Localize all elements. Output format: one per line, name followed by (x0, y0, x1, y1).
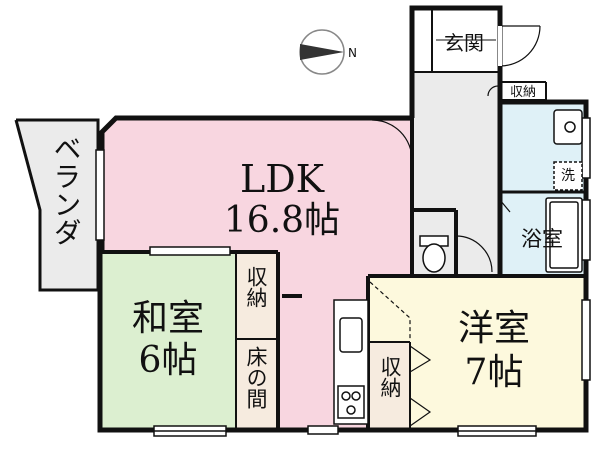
ldk-size: 16.8帖 (224, 200, 340, 241)
washitsu-size: 6帖 (139, 340, 198, 381)
storage-youshitsu-area (370, 342, 410, 428)
storage-entry-label: 収納 (510, 85, 536, 100)
compass-icon: N (299, 29, 357, 75)
bath-name: 浴室 (521, 227, 563, 251)
washer-spot (553, 161, 583, 191)
doors (369, 25, 541, 427)
svg-text:N: N (348, 46, 357, 60)
tokonoma-label: 床の間 (244, 346, 268, 409)
ldk-name: LDK (240, 157, 325, 201)
windows (95, 117, 591, 437)
veranda-outline (14, 118, 100, 292)
youshitsu-name: 洋室 (458, 308, 530, 349)
storage-youshitsu-label: 収納 (378, 356, 402, 398)
fixtures (333, 39, 583, 425)
veranda-name: ベランダ (50, 134, 83, 246)
washitsu-area (100, 252, 236, 428)
washer-label: 洗 (561, 168, 575, 184)
storage-washitsu-label: 収納 (244, 266, 268, 308)
veranda-area (16, 120, 98, 290)
youshitsu-size: 7帖 (465, 352, 524, 393)
kitchen-sink (339, 317, 363, 353)
tokonoma-area (236, 340, 276, 428)
storage-washitsu-area (236, 254, 276, 338)
entrance-name: 玄関 (444, 31, 484, 55)
toilet-bowl (422, 243, 446, 273)
washitsu-name: 和室 (132, 298, 204, 339)
